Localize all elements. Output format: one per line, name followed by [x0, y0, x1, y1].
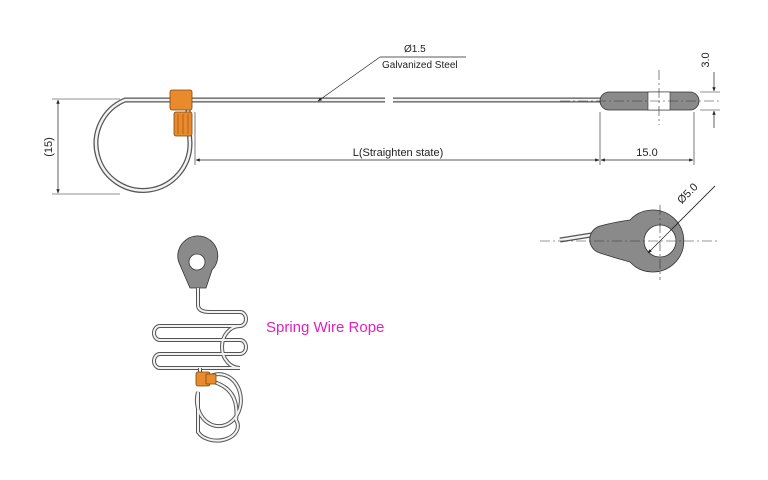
length-label: L(Straighten state) — [353, 147, 444, 159]
crimp-sleeve — [169, 89, 193, 137]
loop-height-dimension: (15) — [43, 98, 120, 195]
spring-wire-rope-illustration — [152, 235, 248, 443]
terminal-length-label: 15.0 — [636, 147, 657, 159]
terminal-length-dimension: 15.0 — [600, 112, 695, 165]
terminal-top-view: Ø5.0 — [540, 181, 720, 280]
wire-diameter-callout: Ø1.5 Galvanized Steel — [317, 44, 466, 102]
wire-material-label: Galvanized Steel — [382, 60, 458, 71]
terminal-thickness-dimension: 3.0 — [700, 52, 720, 128]
spring-caption: Spring Wire Rope — [266, 319, 384, 336]
spring-crimp-sleeve — [195, 371, 217, 387]
terminal-thickness-label: 3.0 — [700, 52, 712, 67]
length-dimension: L(Straighten state) — [194, 112, 601, 165]
wire-assembly-side-view — [93, 70, 720, 193]
hole-diameter-label: Ø5.0 — [675, 181, 700, 206]
loop-height-label: (15) — [43, 137, 55, 157]
wire-diameter-label: Ø1.5 — [404, 44, 426, 55]
